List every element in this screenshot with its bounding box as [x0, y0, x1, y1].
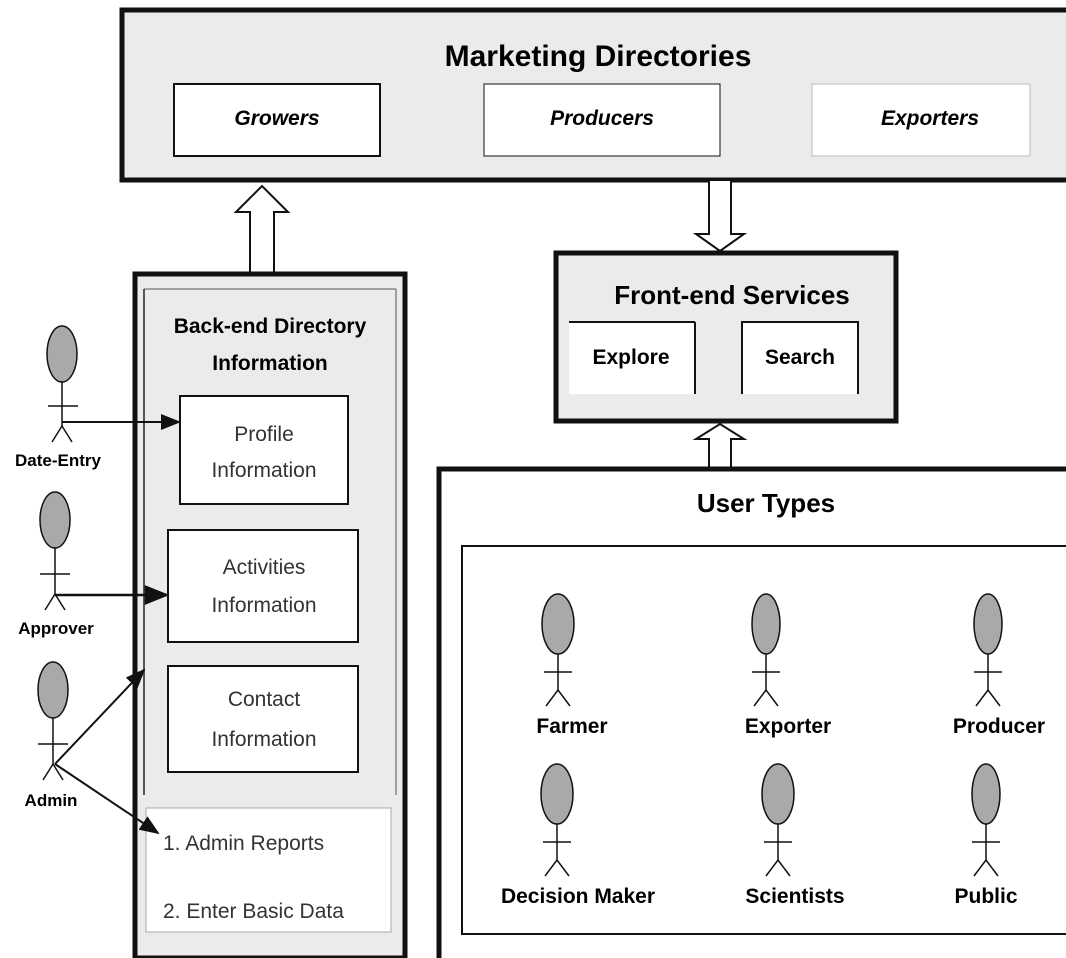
user-decision-maker: Decision Maker	[501, 763, 655, 908]
user-types-panel: User Types Farmer Exporter Producer	[436, 466, 1066, 958]
frontend-item-search: Search	[741, 321, 859, 394]
actor-admin-label: Admin	[25, 791, 78, 810]
frontend-item-explore: Explore	[569, 321, 696, 394]
svg-text:Information: Information	[211, 728, 316, 751]
user-exporter-label: Exporter	[745, 715, 831, 738]
admin-to-backend-arrow	[54, 668, 146, 765]
user-producer: Producer	[953, 593, 1045, 738]
svg-text:Information: Information	[211, 459, 316, 482]
svg-text:Growers: Growers	[234, 107, 319, 130]
marketing-directories-panel: Marketing Directories Growers Producers …	[119, 7, 1066, 183]
user-decision-maker-label: Decision Maker	[501, 885, 655, 908]
backend-to-marketing-arrow	[233, 184, 291, 275]
users-to-frontend-arrow	[692, 422, 748, 469]
user-farmer: Farmer	[536, 593, 608, 738]
profile-information-box: Profile Information	[179, 395, 349, 505]
contact-information-box: Contact Information	[167, 665, 359, 773]
svg-text:Search: Search	[765, 346, 835, 369]
marketing-item-exporters: Exporters	[811, 83, 1031, 157]
svg-text:Information: Information	[211, 594, 316, 617]
marketing-item-growers: Growers	[173, 83, 381, 157]
svg-text:Activities: Activities	[223, 556, 306, 579]
enter-basic-data-item: 2. Enter Basic Data	[163, 900, 344, 923]
user-scientists-label: Scientists	[745, 885, 844, 908]
user-types-title: User Types	[697, 488, 835, 518]
actor-approver-label: Approver	[18, 619, 94, 638]
marketing-to-frontend-arrow	[692, 179, 748, 253]
frontend-title: Front-end Services	[614, 280, 850, 310]
user-public-label: Public	[954, 885, 1017, 908]
svg-text:Profile: Profile	[234, 423, 294, 446]
marketing-item-producers: Producers	[483, 83, 721, 157]
svg-text:Contact: Contact	[228, 688, 301, 711]
admin-tasks-box: 1. Admin Reports 2. Enter Basic Data	[145, 807, 392, 933]
backend-title-line2: Information	[212, 352, 328, 375]
activities-information-box: Activities Information	[167, 529, 359, 643]
svg-text:Exporters: Exporters	[881, 107, 979, 130]
admin-to-admin-tasks-arrow	[54, 763, 160, 835]
user-scientists: Scientists	[745, 763, 845, 908]
svg-text:Explore: Explore	[592, 346, 669, 369]
frontend-services-panel: Front-end Services Explore Search	[553, 250, 899, 424]
user-public: Public	[954, 763, 1018, 908]
backend-directory-panel: Back-end Directory Information Profile I…	[132, 271, 408, 958]
svg-text:Producers: Producers	[550, 107, 654, 130]
admin-reports-item: 1. Admin Reports	[163, 832, 324, 855]
actor-date-entry-label: Date-Entry	[15, 451, 102, 470]
backend-title-line1: Back-end Directory	[174, 315, 367, 338]
actor-date-entry: Date-Entry	[15, 325, 102, 470]
actor-admin: Admin	[25, 661, 78, 810]
marketing-title: Marketing Directories	[445, 40, 752, 73]
user-farmer-label: Farmer	[536, 715, 607, 738]
user-producer-label: Producer	[953, 715, 1045, 738]
user-exporter: Exporter	[745, 593, 831, 738]
actor-approver: Approver	[18, 491, 94, 638]
